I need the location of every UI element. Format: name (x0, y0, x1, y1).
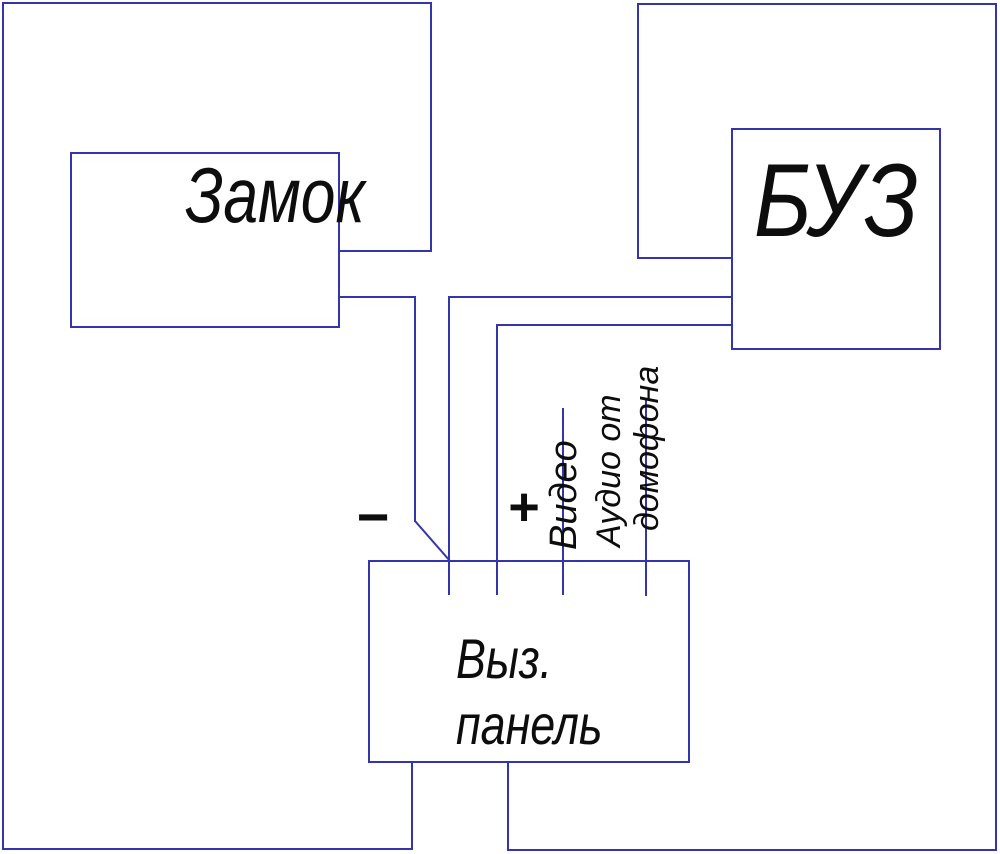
wire-minus-horizontal (340, 296, 416, 298)
buz-box: БУЗ (731, 128, 941, 350)
wire-audio-vertical (645, 400, 647, 596)
buz-cable-segment-right (995, 3, 997, 851)
video-label: Видео (543, 440, 585, 550)
wire-video-vertical (562, 408, 564, 595)
call-panel-label-line1: Выз. (456, 627, 553, 690)
wire-plus-horizontal (450, 296, 731, 298)
plus-sign: + (507, 477, 539, 537)
lock-label: Замок (185, 151, 365, 239)
wire-plus-vertical (448, 296, 450, 595)
call-panel-box: Выз. панель (368, 560, 690, 763)
lock-box: Замок (70, 151, 365, 328)
lock-cable-segment-right (430, 2, 432, 252)
buz-cable-segment-top (637, 3, 997, 5)
buz-cable-segment-bottom (507, 849, 997, 851)
buz-label: БУЗ (753, 143, 919, 259)
audio-label-line2: домофона (628, 365, 666, 531)
minus-label: − (350, 485, 394, 548)
minus-sign: − (355, 484, 389, 548)
buz-cable-segment-riser (507, 763, 509, 851)
buz-cable-segment-left (637, 3, 639, 259)
plus-label: + (502, 477, 544, 537)
wire-minus-vertical (414, 296, 416, 522)
call-panel-label: Выз. панель (456, 626, 602, 758)
lock-cable-segment-top (2, 2, 432, 4)
wire-aux-horizontal (497, 324, 731, 326)
wire-aux-vertical (496, 324, 498, 595)
call-panel-label-line2: панель (456, 693, 603, 756)
lock-cable-segment-riser (411, 763, 413, 850)
lock-cable-segment-to-lock (340, 250, 432, 252)
buz-cable-segment-to-buz (637, 257, 731, 259)
audio-label-line1: Аудио от (590, 394, 628, 547)
audio-label: Аудио от домофона (590, 365, 666, 547)
lock-cable-segment-left (2, 2, 4, 850)
lock-cable-segment-bottom (2, 848, 413, 850)
